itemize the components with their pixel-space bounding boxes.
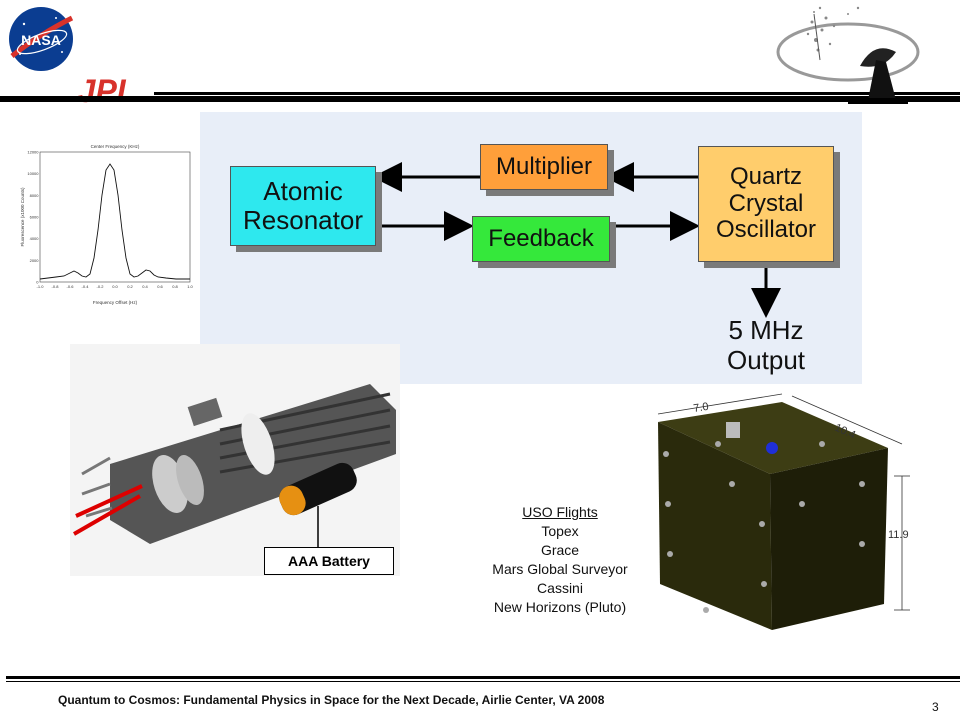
plot-xtick-label: 0.4 [142, 284, 148, 289]
flight-item: Cassini [537, 580, 583, 596]
plot-ytick-label: 8000 [30, 193, 40, 198]
plot-xtick-label: -0.6 [67, 284, 75, 289]
footer-divider-thin [6, 681, 960, 682]
plot-xtick-label: 0.6 [157, 284, 163, 289]
flights-heading: USO Flights [522, 504, 598, 520]
plot-xlabel: Frequency Offset (Hz) [93, 300, 138, 305]
plot-xtick-label: 0.8 [172, 284, 178, 289]
plot-ytick-label: 0 [36, 280, 39, 285]
spectrum-plot: Center Frequency (KHz) Frequency Offset … [18, 140, 194, 312]
uso-width-label: 7.0 [693, 401, 710, 415]
plot-ytick-label: 6000 [30, 215, 40, 220]
uso-connector [726, 422, 740, 438]
resonator-cutaway-photo [70, 344, 400, 576]
plot-xtick-label: 0.2 [127, 284, 133, 289]
uso-height-label: 11.9 [888, 529, 909, 541]
aaa-battery-icon [279, 462, 357, 516]
quartz-oscillator-block: Quartz Crystal Oscillator [698, 146, 834, 262]
plot-xtick-label: -0.4 [82, 284, 90, 289]
atomic-resonator-block: Atomic Resonator [230, 166, 376, 246]
output-label: 5 MHz Output [706, 315, 826, 376]
resonator-white-ring [241, 413, 275, 475]
spectrum-curve [39, 163, 190, 280]
uso-unit-photo: 7.0 10.4 11.9 [657, 393, 910, 630]
header-divider-thick [0, 96, 960, 102]
plot-title: Center Frequency (KHz) [91, 144, 140, 149]
plot-ytick-label: 10000 [27, 171, 39, 176]
plot-xtick-label: -0.8 [52, 284, 60, 289]
nasa-logo: NASA [9, 7, 74, 71]
flight-item: New Horizons (Pluto) [493, 599, 627, 615]
plot-xtick-label: 1.0 [187, 284, 193, 289]
plot-ytick-label: 4000 [30, 236, 40, 241]
plot-xtick-label: -0.2 [97, 284, 105, 289]
plot-frame [39, 151, 191, 283]
battery-label: AAA Battery [264, 547, 394, 575]
header-divider-thin [154, 92, 960, 95]
flight-item: Topex [541, 523, 579, 539]
flight-item: Mars Global Surveyor [492, 561, 628, 577]
flight-item: Grace [540, 542, 580, 558]
plot-xtick-label: -1.0 [37, 284, 45, 289]
deep-space-network-logo [776, 6, 920, 104]
footer-caption: Quantum to Cosmos: Fundamental Physics i… [58, 693, 605, 707]
footer-divider-thick [6, 676, 960, 679]
multiplier-block: Multiplier [480, 144, 608, 190]
uso-flights-list: USO Flights Topex Grace Mars Global Surv… [470, 503, 650, 617]
plot-ylabel: Fluorescence (x1000 Counts) [20, 187, 25, 247]
quartz-oscillator-label: Quartz Crystal Oscillator [715, 162, 817, 244]
feedback-block: Feedback [472, 216, 610, 262]
uso-blue-port [766, 442, 778, 454]
uso-front-face [658, 422, 772, 630]
uso-top-face [658, 402, 888, 474]
plot-ytick-label: 2000 [30, 258, 40, 263]
plot-ytick-label: 12000 [27, 150, 39, 155]
output-label-text: 5 MHz Output [726, 315, 806, 375]
page-number: 3 [932, 700, 939, 714]
plot-xtick-label: 0.0 [112, 284, 118, 289]
uso-side-face [770, 448, 888, 630]
nasa-logo-text: NASA [21, 32, 61, 48]
